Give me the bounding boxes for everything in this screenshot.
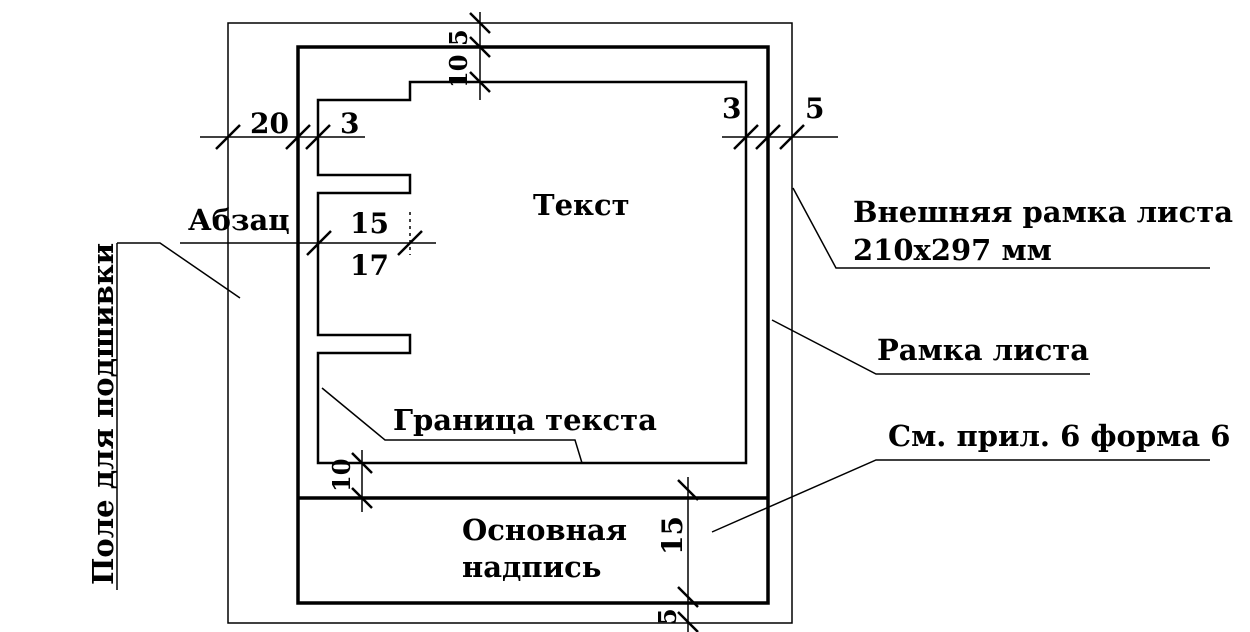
left-tick-2 [285,124,311,150]
text-border-label: Граница текста [393,403,657,437]
text-boundary [316,80,748,465]
outer-sheet-frame [227,22,793,624]
dim-bottom-text-gap: 10 [327,459,356,492]
title-block-label-line1: Основная [462,513,627,547]
appendix-label: См. прил. 6 форма 6 [888,419,1230,453]
dim-title-block-height: 15 [656,516,689,555]
appendix-leader [711,459,1210,533]
dim-indent-max: 17 [350,249,389,282]
title-block-tick-2 [677,586,699,608]
top-tick-2 [469,36,491,58]
binding-field-label: Поле для подшивки [86,243,120,585]
dim-top-margin: 5 [444,29,473,46]
text-area-label: Текст [533,188,630,222]
dim-bottom-margin: 5 [653,608,682,625]
top-tick-3 [469,71,491,93]
paragraph-label: Абзац [188,203,290,237]
outer-frame-leader [792,187,1210,269]
binding-field-leader [117,242,241,299]
right-tick-3 [779,124,805,150]
left-tick-3 [305,124,331,150]
dim-top-text-gap: 10 [444,55,473,88]
dim-indent-min: 15 [350,207,389,240]
title-block-tick-3 [677,611,699,632]
sheet-frame-leader [771,319,1090,375]
dim-left-text-gap: 3 [340,107,359,140]
left-tick-1 [215,124,241,150]
title-block-label-line2: надпись [462,550,601,584]
right-tick-2 [755,124,781,150]
bottom-gap-tick-1 [351,452,373,474]
outer-frame-label-line1: Внешняя рамка листа [853,195,1233,229]
dim-binding-margin: 20 [250,107,289,140]
bottom-gap-tick-2 [351,487,373,509]
sheet-frame [296,45,770,605]
title-block-tick-1 [677,479,699,501]
dim-right-text-gap: 3 [722,92,741,125]
outer-frame-label-line2: 210х297 мм [853,233,1052,267]
dim-right-margin: 5 [805,92,824,125]
text-border-leader [321,387,583,464]
right-tick-1 [733,124,759,150]
indent-tick-1 [306,230,332,256]
indent-tick-2 [397,230,423,256]
sheet-frame-label: Рамка листа [877,333,1089,367]
top-tick-1 [469,12,491,34]
